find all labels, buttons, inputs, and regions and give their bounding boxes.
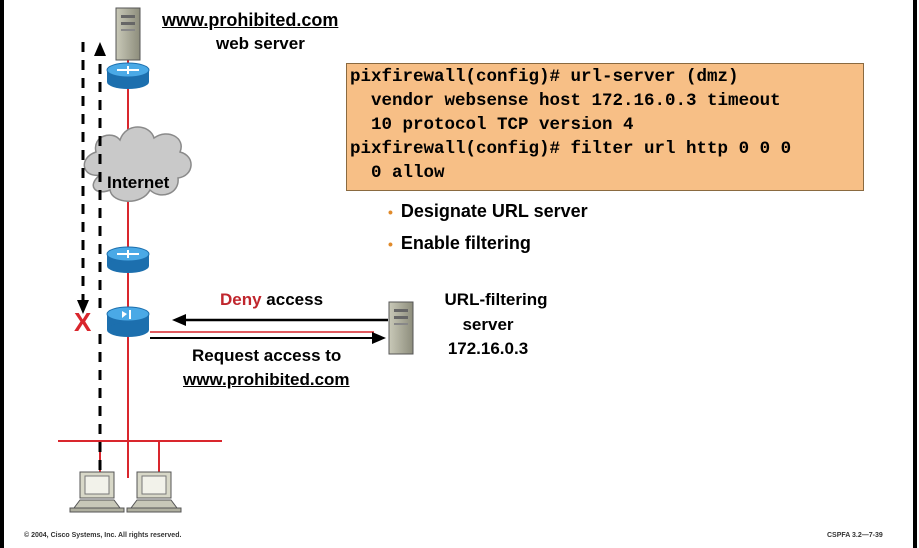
deny-access-label: Deny access xyxy=(220,290,323,310)
slide-right-border xyxy=(913,0,917,548)
bullet-dot-icon: • xyxy=(388,204,393,220)
url-filter-ip: 172.16.0.3 xyxy=(447,339,529,358)
pc-icon xyxy=(126,471,182,513)
web-server-caption: web server xyxy=(216,34,305,53)
internet-cloud-icon xyxy=(83,126,192,202)
config-command-box xyxy=(346,63,864,191)
dashed-request-path xyxy=(77,42,106,476)
blocked-x-mark: X xyxy=(74,307,92,337)
config-line: vendor websense host 172.16.0.3 timeout xyxy=(350,91,781,111)
slide-left-border xyxy=(0,0,4,548)
deny-arrow xyxy=(172,314,388,326)
pc-icon xyxy=(69,471,125,513)
bullet-text: Enable filtering xyxy=(400,233,531,253)
bullet-text: Designate URL server xyxy=(400,201,588,221)
internet-label: Internet xyxy=(107,173,170,192)
config-line: 10 protocol TCP version 4 xyxy=(350,115,634,135)
bullet-item: • Enable filtering xyxy=(388,233,531,254)
request-access-url: www.prohibited.com xyxy=(183,370,350,389)
request-arrow xyxy=(150,331,386,344)
config-line: pixfirewall(config)# filter url http 0 0… xyxy=(350,139,792,159)
router-top-icon xyxy=(106,62,150,89)
web-server-icon xyxy=(115,7,141,61)
config-line: 0 allow xyxy=(350,163,445,183)
slide-number-footer: CSPFA 3.2—7-39 xyxy=(827,532,883,539)
deny-word: Deny xyxy=(220,290,262,309)
pix-firewall-icon xyxy=(106,306,150,337)
router-bottom-icon xyxy=(106,246,150,273)
config-line: pixfirewall(config)# url-server (dmz) xyxy=(350,67,739,87)
url-filter-label-line1: URL-filtering xyxy=(444,290,548,309)
web-server-url: www.prohibited.com xyxy=(162,10,339,30)
deny-rest: access xyxy=(261,290,324,309)
copyright-footer: © 2004, Cisco Systems, Inc. All rights r… xyxy=(24,532,182,539)
url-filter-label-line2: server xyxy=(462,315,514,334)
bullet-item: • Designate URL server xyxy=(388,201,588,222)
bullet-dot-icon: • xyxy=(388,236,393,252)
url-filtering-server-icon xyxy=(388,301,414,355)
request-access-label: Request access to xyxy=(192,346,342,365)
